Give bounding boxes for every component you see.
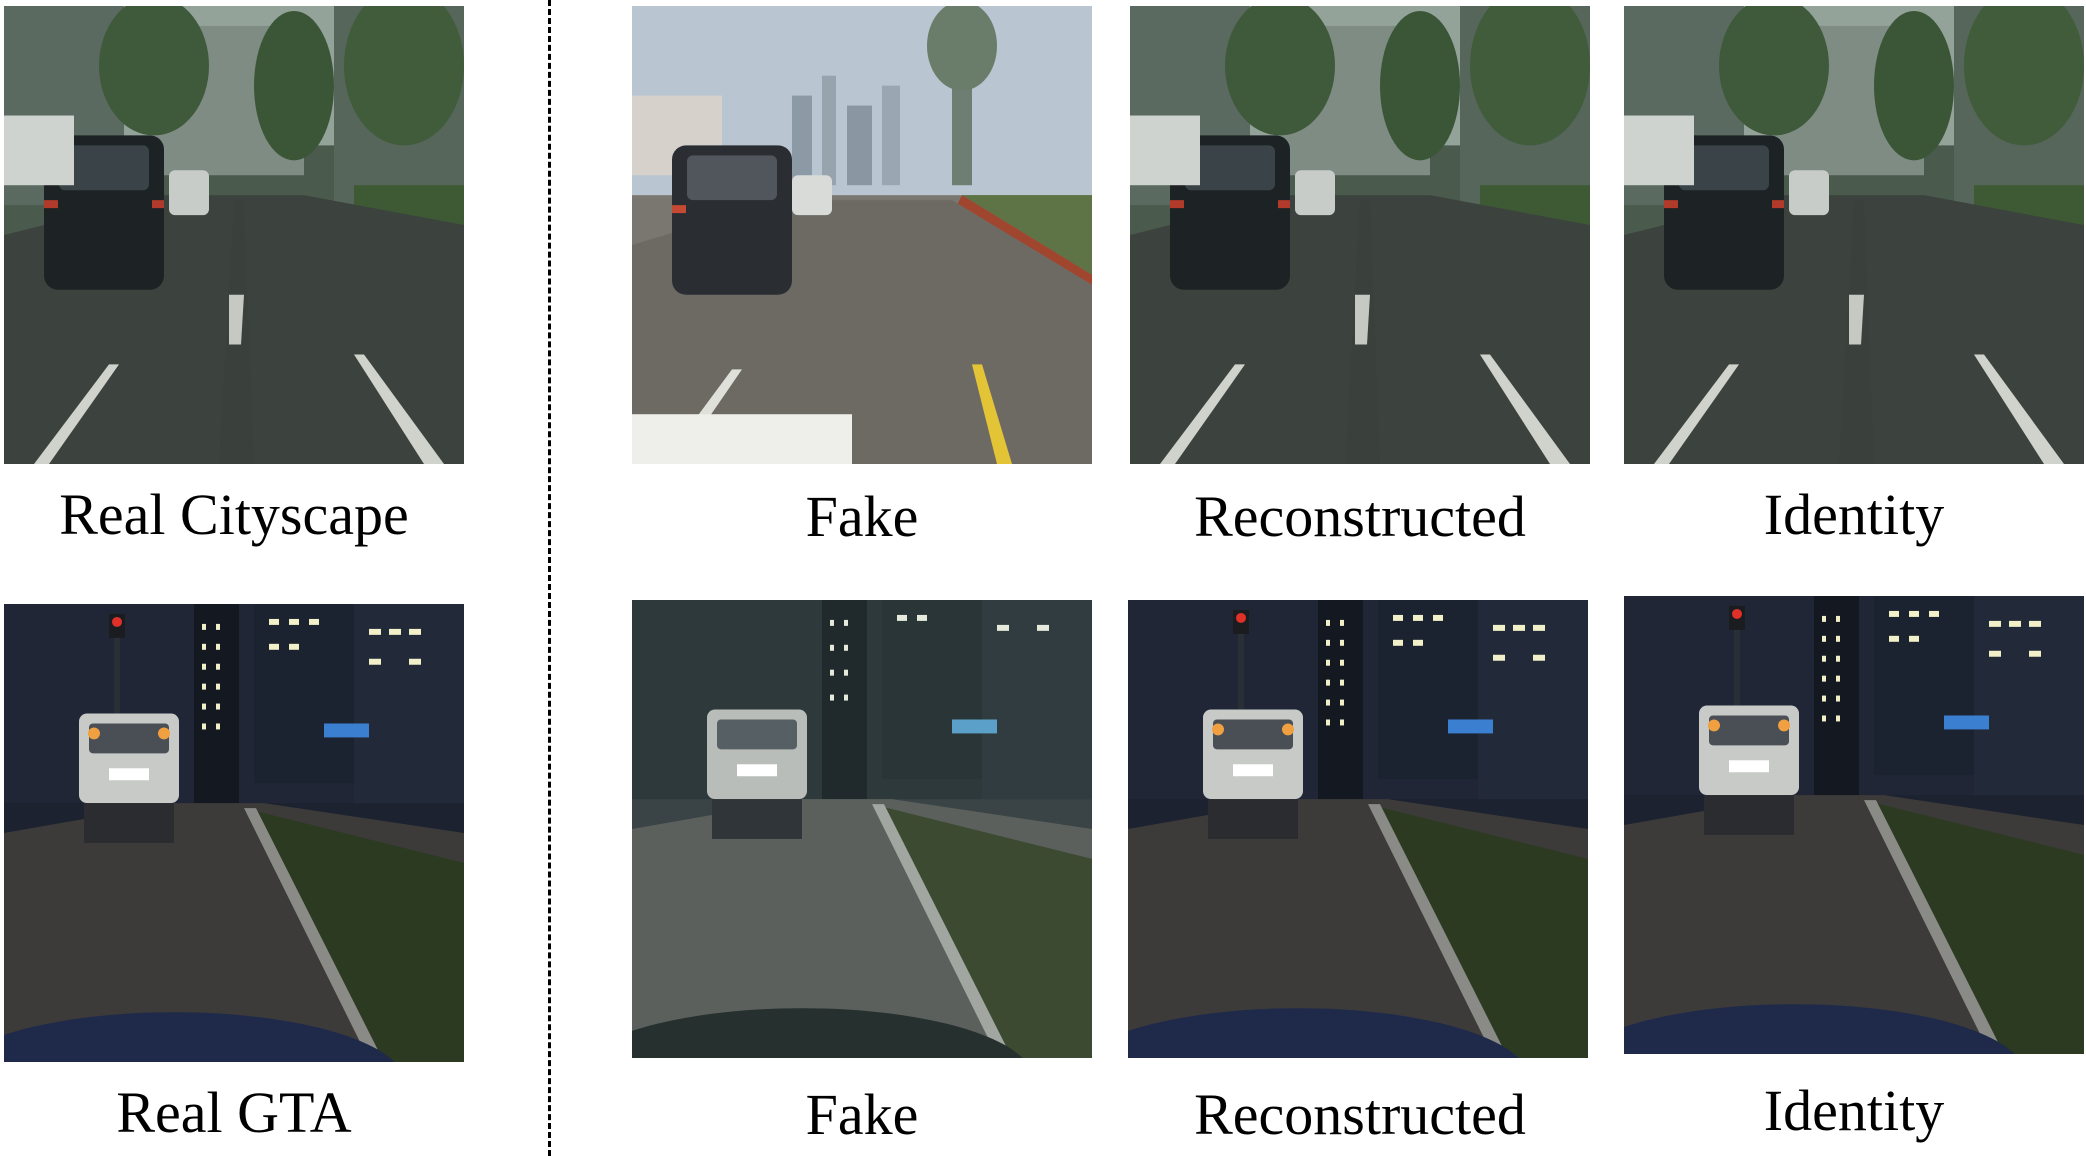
image-fake-row2 [632, 600, 1092, 1058]
caption-real-cityscape: Real Cityscape [59, 482, 409, 547]
image-identity-row2 [1624, 596, 2084, 1054]
image-identity-row2-picture [1624, 596, 2084, 1054]
caption-identity-row1: Identity [1763, 482, 1945, 547]
image-reconstructed-row2-picture [1128, 600, 1588, 1058]
caption-fake-row2: Fake [805, 1082, 919, 1147]
image-real-gta [4, 604, 464, 1062]
dashed-divider [548, 0, 551, 1156]
image-reconstructed-row2 [1128, 600, 1588, 1058]
image-real-gta-picture [4, 604, 464, 1062]
image-identity-row1 [1624, 6, 2084, 464]
image-reconstructed-row1 [1130, 6, 1590, 464]
caption-reconstructed-row2: Reconstructed [1194, 1082, 1526, 1147]
image-fake-row2-picture [632, 600, 1092, 1058]
caption-identity-row2: Identity [1763, 1078, 1945, 1143]
image-real-cityscape-picture [4, 6, 464, 464]
image-fake-row1-picture [632, 6, 1092, 464]
image-fake-row1 [632, 6, 1092, 464]
caption-fake-row1: Fake [805, 484, 919, 549]
image-identity-row1-picture [1624, 6, 2084, 464]
image-reconstructed-row1-picture [1130, 6, 1590, 464]
caption-real-gta: Real GTA [116, 1080, 352, 1145]
caption-reconstructed-row1: Reconstructed [1194, 484, 1526, 549]
image-real-cityscape [4, 6, 464, 464]
